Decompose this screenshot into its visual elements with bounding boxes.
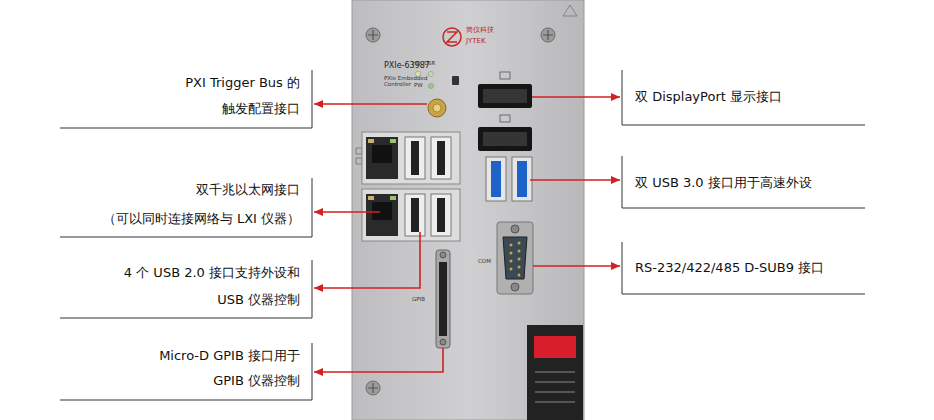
callout-text: RS-232/422/485 D-SUB9 接口 <box>635 260 824 277</box>
callout-text: PXI Trigger Bus 的 <box>185 75 300 92</box>
port-label: COM <box>478 258 491 265</box>
model-number: PXIe-63987 <box>384 61 430 71</box>
callout-text: 双千兆以太网接口 <box>196 182 300 199</box>
led-label: PW <box>414 82 423 89</box>
led-label: HD <box>412 60 420 67</box>
callout-text: （可以同时连接网络与 LXI 仪器） <box>103 211 300 228</box>
callout-text: 双 DisplayPort 显示接口 <box>635 89 782 106</box>
led-label: USR <box>424 60 435 67</box>
panel-label: PXIe Embedded Controller <box>384 75 432 88</box>
brand-name: 简仪科技 <box>466 26 494 35</box>
callout-text: 4 个 USB 2.0 接口支持外设和 <box>124 265 300 282</box>
port-label: GPIB <box>412 296 425 303</box>
callout-text: 触发配置接口 <box>222 101 300 118</box>
callout-text: GPIB 仪器控制 <box>213 373 300 390</box>
callout-text: Micro-D GPIB 接口用于 <box>159 348 300 365</box>
brand-name: JYTEK <box>466 37 486 46</box>
callout-text: 双 USB 3.0 接口用于高速外设 <box>635 175 812 192</box>
callout-text: USB 仪器控制 <box>217 292 300 309</box>
